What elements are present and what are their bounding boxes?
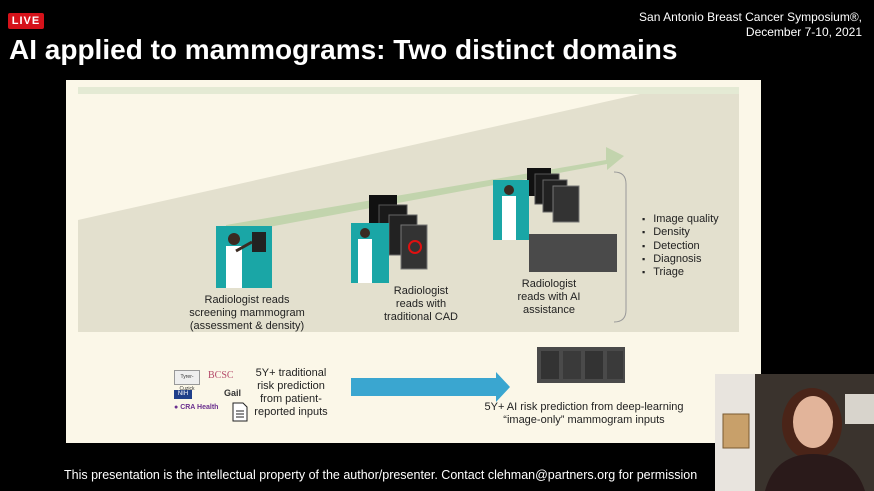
risk-model-logos: Tyrer-Cuzick BCSC NIH Gail ● CRA Health (174, 370, 248, 430)
ai-task-item: Density (642, 226, 719, 239)
traditional-risk-line4: reported inputs (254, 406, 328, 418)
progress-arrow (226, 147, 624, 235)
stage1-line3: (assessment & density) (189, 320, 305, 332)
ai-task-item: Detection (642, 240, 719, 253)
stage2-caption: Radiologist reads with traditional CAD (366, 285, 476, 324)
stage2-line2: reads with (395, 298, 447, 310)
traditional-risk-line1: 5Y+ traditional (255, 367, 327, 379)
ai-risk-line1: 5Y+ AI risk prediction from deep-learnin… (484, 401, 684, 413)
ai-task-item: Diagnosis (642, 253, 719, 266)
conference-label: San Antonio Breast Cancer Symposium®, De… (639, 10, 862, 40)
live-badge: LIVE (8, 13, 44, 29)
bracket (613, 171, 627, 323)
stage3-line1: Radiologist (521, 278, 577, 290)
ai-mammogram-image (537, 347, 625, 383)
slide-title: AI applied to mammograms: Two distinct d… (9, 34, 678, 65)
traditional-risk-line3: from patient- (260, 393, 322, 405)
presenter-video (715, 374, 874, 491)
stage1-caption: Radiologist reads screening mammogram (a… (180, 294, 314, 333)
stage2-line3: traditional CAD (384, 311, 458, 323)
cra-health-label: CRA Health (180, 404, 219, 411)
presenter-image (715, 374, 874, 491)
document-icon (232, 402, 248, 422)
conference-name: San Antonio Breast Cancer Symposium®, (639, 10, 862, 24)
bcsc-logo: BCSC (208, 370, 234, 381)
tyrer-cuzick-logo: Tyrer-Cuzick (174, 370, 200, 392)
stage3-caption: Radiologist reads with AI assistance (499, 278, 599, 317)
traditional-risk-line2: risk prediction (257, 380, 325, 392)
gail-logo: Gail (224, 388, 242, 398)
traditional-risk-caption: 5Y+ traditional risk prediction from pat… (246, 367, 336, 419)
ai-task-item: Image quality (642, 213, 718, 226)
stage1-line1: Radiologist reads (204, 294, 290, 306)
radiologist-figure-3 (493, 168, 617, 272)
cra-health-logo: ● CRA Health (174, 404, 219, 411)
nih-logo: NIH (174, 390, 192, 399)
slide-content: Radiologist reads screening mammogram (a… (66, 80, 761, 443)
radiologist-figure-1 (216, 226, 272, 288)
ai-risk-caption: 5Y+ AI risk prediction from deep-learnin… (464, 401, 704, 427)
copyright-notice: This presentation is the intellectual pr… (64, 468, 698, 482)
stage3-line3: assistance (523, 304, 575, 316)
ai-risk-line2: “image-only” mammogram inputs (503, 414, 665, 426)
ai-risk-arrow (351, 372, 510, 402)
ai-task-item: Triage (642, 266, 719, 279)
stage2-line1: Radiologist (393, 285, 449, 297)
stage1-line2: screening mammogram (189, 307, 305, 319)
radiologist-figure-2 (351, 195, 428, 283)
stage3-line2: reads with AI (517, 291, 581, 303)
ai-task-list: Image quality Density Detection Diagnosi… (642, 213, 719, 279)
conference-dates: December 7-10, 2021 (745, 25, 862, 39)
